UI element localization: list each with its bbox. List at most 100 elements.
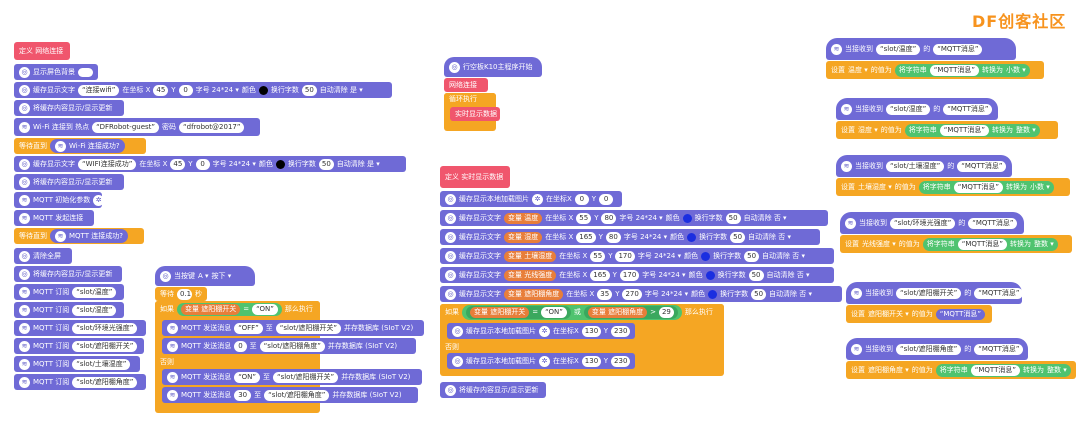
block-clear-screen[interactable]: ◎清除全屏 <box>14 248 72 264</box>
block-wifi-connect[interactable]: ≋Wi-Fi 连接到 热点“DFRobot-guest”密码“dfrobot@2… <box>14 118 260 136</box>
block-mqtt-connect[interactable]: ≋MQTT 发起连接 <box>14 210 94 226</box>
block-mqtt-send[interactable]: ≋MQTT 发送消息“ON”至“slot/遮阳棚开关”并存数据库 (SIoT V… <box>162 369 422 385</box>
call-realtime[interactable]: 实时显示数据 <box>450 107 500 121</box>
block-if[interactable]: 如果变量 遮阳棚开关=“ON”那么执行 <box>155 301 320 317</box>
k10-icon: ◎ <box>445 193 456 205</box>
color-toggle[interactable] <box>78 67 93 77</box>
site-watermark: DF创客社区 <box>972 12 1067 31</box>
color-swatch[interactable] <box>708 289 718 299</box>
color-swatch[interactable] <box>687 232 697 242</box>
k10-icon: ◎ <box>445 250 456 262</box>
block-main-start[interactable]: ◎行空板K10主程序开始 <box>444 57 542 77</box>
block-mqtt-receive[interactable]: ≋当接收到“slot/湿度”的“MQTT消息” <box>836 98 998 120</box>
block-mqtt-subscribe[interactable]: ≋MQTT 订阅“slot/遮阳棚开关” <box>14 338 144 354</box>
wifi-icon: ≋ <box>55 140 66 152</box>
mqtt-icon: ≋ <box>841 160 852 172</box>
define-realtime-header[interactable]: 定义 实时显示数据 <box>440 166 510 188</box>
block-set-var[interactable]: 设置遮阳棚开关 ▾的值为“MQTT消息” <box>846 305 992 323</box>
block-mqtt-subscribe[interactable]: ≋MQTT 订阅“slot/温度” <box>14 284 124 300</box>
k10-icon: ◎ <box>445 269 456 281</box>
k10-icon: ◎ <box>452 355 463 367</box>
k10-icon: ◎ <box>19 176 30 188</box>
block-else: 否则 <box>155 356 195 368</box>
k10-icon: ◎ <box>19 158 30 170</box>
block-set-var[interactable]: 设置温度 ▾的值为将字符串“MQTT消息”转换为小数 ▾ <box>826 61 1044 79</box>
k10-icon: ◎ <box>19 268 30 280</box>
k10-icon: ◎ <box>19 84 30 96</box>
gear-icon[interactable]: ✲ <box>93 194 105 206</box>
color-swatch[interactable] <box>682 213 692 223</box>
block-mqtt-receive[interactable]: ≋当接收到“slot/遮阳棚开关”的“MQTT消息” <box>846 282 1024 304</box>
block-display-bg[interactable]: ◎显示屏色背景 <box>14 64 98 80</box>
block-mqtt-receive[interactable]: ≋当接收到“slot/温度”的“MQTT消息” <box>826 38 1016 60</box>
define-network-header[interactable]: 定义 网络连接 <box>14 42 70 60</box>
block-mqtt-subscribe[interactable]: ≋MQTT 订阅“slot/土壤湿度” <box>14 356 140 372</box>
block-set-var[interactable]: 设置光线强度 ▾的值为将字符串“MQTT消息”转换为整数 ▾ <box>840 235 1072 253</box>
gear-icon[interactable]: ✲ <box>532 193 543 205</box>
mqtt-icon: ≋ <box>831 43 842 55</box>
color-swatch[interactable] <box>275 159 285 169</box>
k10-icon: ◎ <box>19 66 30 78</box>
block-mqtt-receive[interactable]: ≋当接收到“slot/遮阳棚角度”的“MQTT消息” <box>846 338 1028 360</box>
k10-icon: ◎ <box>452 325 463 337</box>
mqtt-icon: ≋ <box>167 371 178 383</box>
mqtt-icon: ≋ <box>19 194 30 206</box>
block-loop[interactable]: 循环执行 <box>444 93 496 105</box>
block-wait-wifi[interactable]: 等待直到≋Wi-Fi 连接成功? <box>14 138 146 154</box>
block-mqtt-subscribe[interactable]: ≋MQTT 订阅“slot/遮阳棚角度” <box>14 374 146 390</box>
mqtt-icon: ≋ <box>19 376 30 388</box>
mqtt-icon: ≋ <box>19 286 30 298</box>
block-mqtt-subscribe[interactable]: ≋MQTT 订阅“slot/环境光强度” <box>14 320 146 336</box>
wifi-icon: ≋ <box>19 121 30 133</box>
block-set-var[interactable]: 设置湿度 ▾的值为将字符串“MQTT消息”转换为整数 ▾ <box>836 121 1058 139</box>
mqtt-icon: ≋ <box>851 287 862 299</box>
k10-icon: ◎ <box>445 384 456 396</box>
block-mqtt-receive[interactable]: ≋当接收到“slot/环境光强度”的“MQTT消息” <box>840 212 1024 234</box>
mqtt-icon: ≋ <box>19 358 30 370</box>
block-mqtt-receive[interactable]: ≋当接收到“slot/土壤湿度”的“MQTT消息” <box>836 155 1012 177</box>
mqtt-icon: ≋ <box>167 322 178 334</box>
block-display-update[interactable]: ◎将缓存内容显示/显示更新 <box>14 100 124 116</box>
color-swatch[interactable] <box>258 85 268 95</box>
color-swatch[interactable] <box>705 270 715 280</box>
block-else-2: 否则 <box>440 342 480 352</box>
mqtt-icon: ≋ <box>19 304 30 316</box>
gear-icon[interactable]: ✲ <box>539 325 550 337</box>
block-set-var[interactable]: 设置土壤湿度 ▾的值为将字符串“MQTT消息”转换为小数 ▾ <box>836 178 1070 196</box>
block-mqtt-subscribe[interactable]: ≋MQTT 订阅“slot/湿度” <box>14 302 124 318</box>
mqtt-icon: ≋ <box>167 389 178 401</box>
mqtt-icon: ≋ <box>845 217 856 229</box>
gear-icon[interactable]: ✲ <box>539 355 550 367</box>
k10-icon: ◎ <box>445 231 456 243</box>
mqtt-icon: ≋ <box>841 103 852 115</box>
block-mqtt-send[interactable]: ≋MQTT 发送消息“OFF”至“slot/遮阳棚开关”并存数据库 (SIoT … <box>162 320 424 336</box>
color-swatch[interactable] <box>701 251 711 261</box>
mqtt-icon: ≋ <box>19 212 30 224</box>
k10-icon: ◎ <box>160 270 171 282</box>
block-mqtt-init[interactable]: ≋MQTT 初始化参数✲ <box>14 192 105 208</box>
block-wait-mqtt[interactable]: 等待直到≋MQTT 连接成功? <box>14 228 144 244</box>
block-display-update-2[interactable]: ◎将缓存内容显示/显示更新 <box>14 174 124 190</box>
block-set-var[interactable]: 设置遮阳棚角度 ▾的值为将字符串“MQTT消息”转换为整数 ▾ <box>846 361 1076 379</box>
block-display-update-4[interactable]: ◎将缓存内容显示/显示更新 <box>440 382 546 398</box>
k10-icon: ◎ <box>19 102 30 114</box>
k10-icon: ◎ <box>449 61 460 73</box>
block-display-update-3[interactable]: ◎将缓存内容显示/显示更新 <box>14 266 122 282</box>
k10-icon: ◎ <box>445 288 456 300</box>
call-network[interactable]: 网络连接 <box>444 78 488 92</box>
